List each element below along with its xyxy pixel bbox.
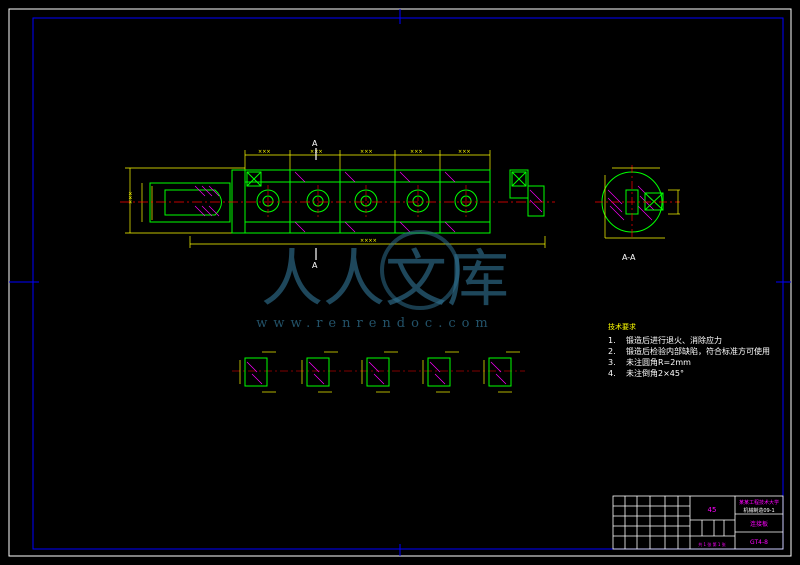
section-view-label: A-A — [622, 253, 636, 262]
section-marker-bottom: A — [312, 261, 318, 270]
tech-requirements-heading: 技术要求 — [608, 323, 636, 331]
title-sheet-note: 共 1 张 第 1 张 — [698, 541, 725, 547]
title-class: 机械制造09-1 — [743, 507, 774, 514]
title-part-name: 连接板 — [750, 520, 768, 528]
section-marker-top: A — [312, 139, 318, 148]
small-sections-row — [232, 351, 525, 393]
svg-text:×××: ××× — [410, 149, 423, 155]
inner-border — [32, 17, 784, 550]
svg-text:×××: ××× — [458, 149, 471, 155]
title-drawing-no: GT4-8 — [750, 539, 768, 546]
tech-requirement-item: 2. 锻造后检验内部缺陷，符合标准方可使用 — [608, 347, 770, 356]
tech-requirement-item: 4. 未注倒角2×45° — [608, 369, 684, 378]
svg-text:××××: ×××× — [360, 238, 377, 244]
title-school: 某某工程技术大学 — [739, 499, 779, 506]
watermark-logo — [380, 230, 460, 310]
section-view-a-a — [595, 165, 680, 240]
svg-text:×××: ××× — [258, 149, 271, 155]
tech-requirement-item: 3. 未注圆角R=2mm — [608, 358, 691, 367]
title-block — [612, 495, 784, 550]
svg-text:×××: ××× — [360, 149, 373, 155]
tech-requirements: 技术要求 1. 锻造后进行退火、消除应力 2. 锻造后检验内部缺陷，符合标准方可… — [608, 322, 770, 379]
tech-requirement-item: 1. 锻造后进行退火、消除应力 — [608, 336, 722, 345]
watermark-brand: 人人文库 — [261, 242, 509, 315]
title-material: 45 — [708, 506, 717, 514]
svg-text:×××: ××× — [128, 191, 134, 204]
watermark-url: www.renrendoc.com — [256, 316, 494, 331]
main-view: ××× ××× ××× ××× ××× ×××× ××× — [120, 148, 555, 260]
